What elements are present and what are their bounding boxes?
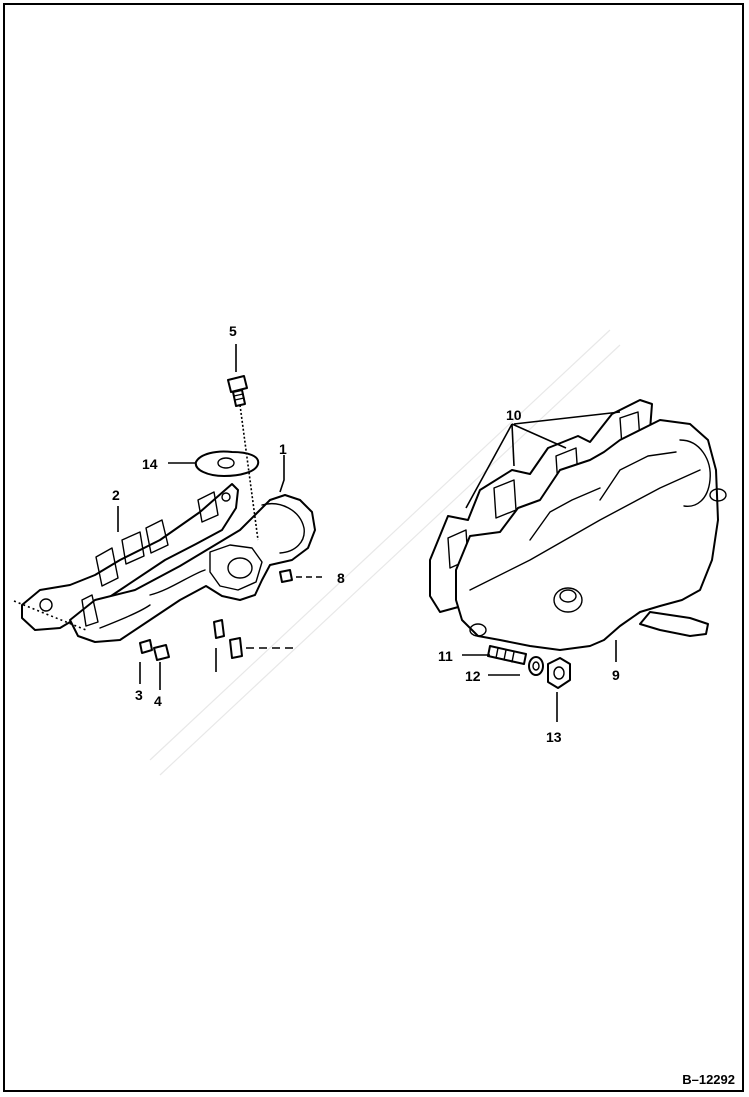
bolt-5 xyxy=(227,375,248,407)
intake-gasket xyxy=(21,483,239,631)
callout-5: 5 xyxy=(229,323,237,339)
left-leader-lines xyxy=(13,344,326,690)
watermark xyxy=(149,329,621,776)
callout-3: 3 xyxy=(135,687,143,703)
right-exhaust-manifold-assembly: 10 11 12 9 13 xyxy=(429,399,727,745)
stud-11 xyxy=(487,645,527,665)
washer-12 xyxy=(528,656,544,676)
callout-12: 12 xyxy=(465,668,481,684)
callout-11: 11 xyxy=(438,648,453,664)
callout-8: 8 xyxy=(337,570,345,586)
callout-1: 1 xyxy=(279,441,287,457)
callout-4: 4 xyxy=(154,693,162,709)
nut-13 xyxy=(547,657,571,689)
callout-9: 9 xyxy=(612,667,620,683)
flange-gasket-14 xyxy=(194,450,260,477)
left-intake-manifold-assembly: 5 14 2 1 8 3 4 xyxy=(13,323,345,709)
exhaust-manifold-body xyxy=(455,419,727,651)
intake-manifold-body xyxy=(69,494,316,643)
figure-reference-code: B–12292 xyxy=(682,1072,735,1087)
right-leader-lines xyxy=(462,411,621,722)
callout-10: 10 xyxy=(506,407,522,423)
fitting-bolts xyxy=(139,569,293,661)
callout-14: 14 xyxy=(142,456,158,472)
callout-2: 2 xyxy=(112,487,120,503)
callout-13: 13 xyxy=(546,729,562,745)
